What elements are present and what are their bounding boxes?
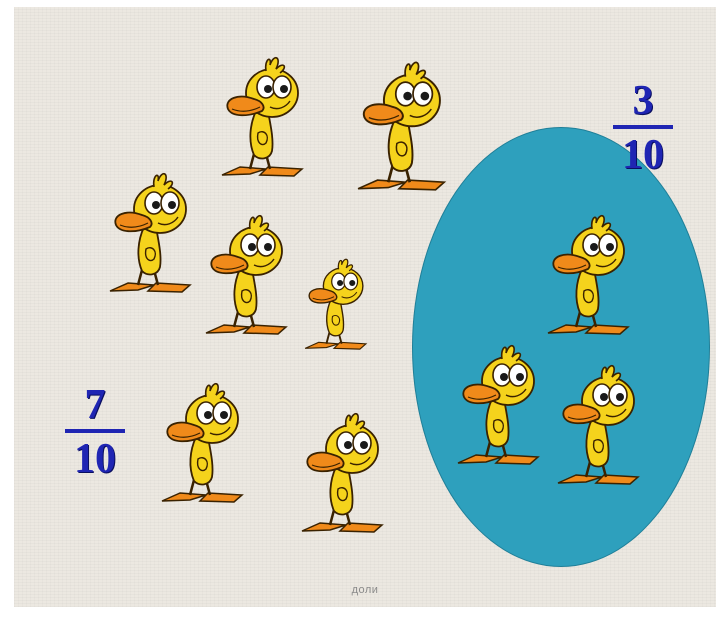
slide-canvas: 7 10 3 10 доли [14, 7, 716, 607]
fraction-numerator: 7 [60, 383, 130, 427]
duck-icon [150, 375, 250, 505]
duck-icon [446, 337, 546, 467]
fraction-three-tenths: 3 10 [608, 79, 678, 177]
fraction-bar [65, 429, 125, 433]
duck-icon [342, 53, 456, 193]
duck-icon [98, 165, 198, 295]
duck-icon [536, 207, 636, 337]
fraction-numerator: 3 [608, 79, 678, 123]
slide-caption: доли [14, 584, 716, 596]
fraction-denominator: 10 [608, 133, 678, 177]
fraction-denominator: 10 [60, 437, 130, 481]
fraction-seven-tenths: 7 10 [60, 383, 130, 481]
fraction-bar [613, 125, 673, 129]
duck-icon [290, 405, 390, 535]
duck-icon [296, 239, 372, 365]
duck-icon [546, 357, 646, 487]
duck-icon [210, 49, 310, 179]
duck-icon [194, 207, 294, 337]
